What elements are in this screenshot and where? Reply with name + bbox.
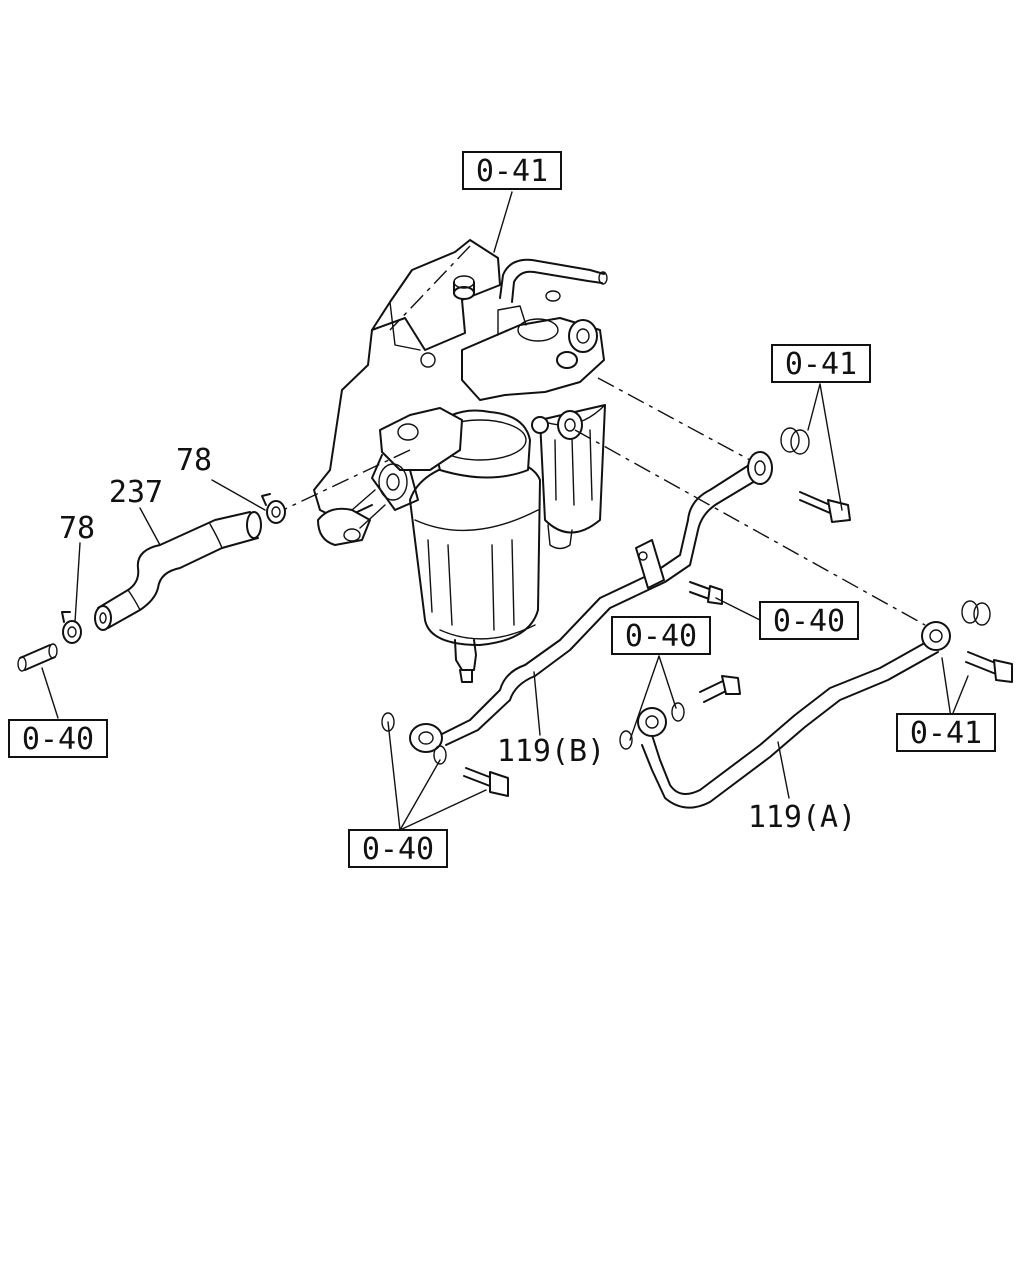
- dashed-leaders: [282, 245, 926, 626]
- ref-label-top: 0-41: [476, 154, 548, 189]
- ref-box-bottom: 0-40: [348, 829, 448, 868]
- ref-label-right-upper: 0-41: [785, 347, 857, 382]
- ref-box-tube-a-end: 0-40: [611, 616, 711, 655]
- tube-119b: [381, 427, 851, 797]
- hose-assembly: [17, 493, 286, 672]
- ref-box-bracket-bolt: 0-40: [759, 601, 859, 640]
- ref-label-right-lower: 0-41: [910, 716, 982, 751]
- ref-box-right-upper: 0-41: [771, 344, 871, 383]
- ref-label-bottom: 0-40: [362, 832, 434, 867]
- part-label-tube-a: 119(A): [748, 800, 856, 835]
- ref-label-bracket-bolt: 0-40: [773, 604, 845, 639]
- ref-box-right-lower: 0-41: [896, 713, 996, 752]
- label-leaders: [41, 191, 969, 831]
- part-label-tube-b: 119(B): [497, 734, 605, 769]
- part-label-hose: 237: [109, 475, 163, 510]
- ref-box-top: 0-41: [462, 151, 562, 190]
- ref-box-left: 0-40: [8, 719, 108, 758]
- ref-label-tube-a-end: 0-40: [625, 619, 697, 654]
- part-label-clip-upper: 78: [176, 443, 212, 478]
- ref-label-left: 0-40: [22, 722, 94, 757]
- tube-119a: [619, 600, 1013, 809]
- fuel-filter-assembly: [313, 239, 608, 683]
- part-label-clip-lower: 78: [59, 511, 95, 546]
